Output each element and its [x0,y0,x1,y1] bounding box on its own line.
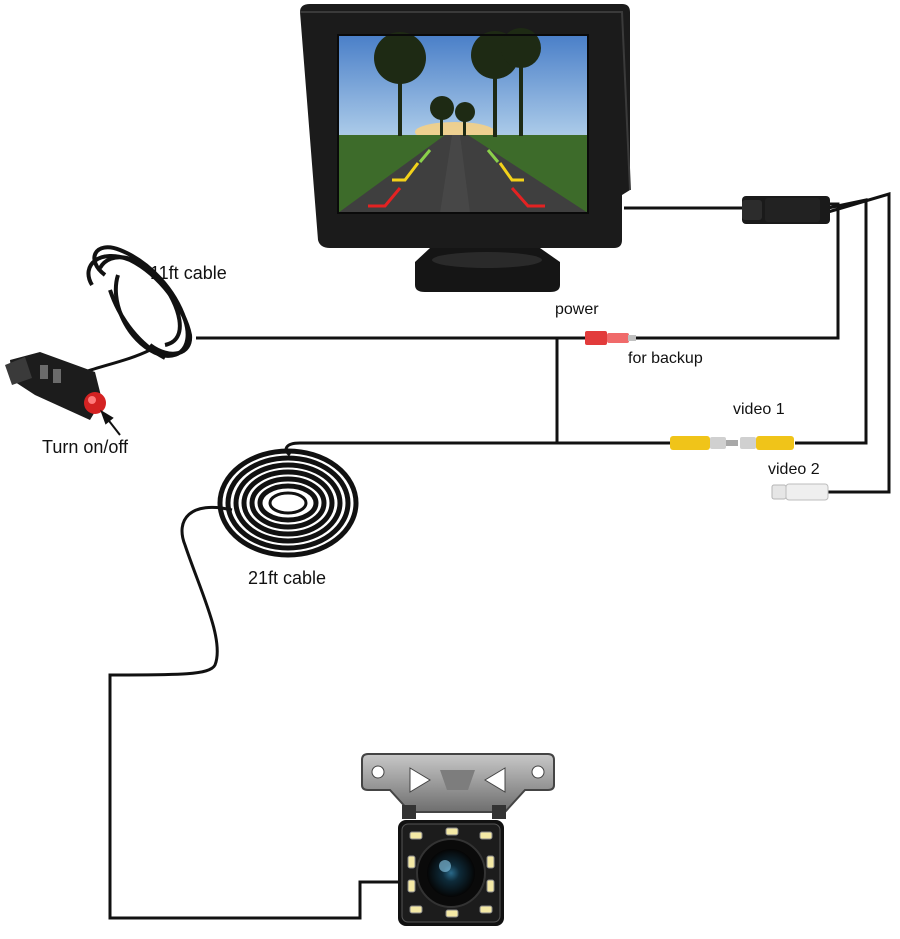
cable-11ft-label: 11ft cable [150,263,227,283]
video-2-label: video 2 [768,461,820,478]
cable-coil-icon [217,448,359,558]
power-wire [636,202,840,340]
power-label: power [555,301,599,318]
camera-video-wire [284,441,670,457]
monitor-icon [300,4,631,292]
backup-camera-icon [361,753,555,926]
monitor-connector-icon [742,196,830,224]
power-plug-icon [585,331,636,345]
switch-pointer-arrow [100,409,121,436]
video1-wire [795,198,868,445]
cable-coil-icon [84,245,193,374]
video2-plug-icon [771,483,829,501]
cable-21ft-label: 21ft cable [248,568,327,588]
camera-cable-wire [108,505,400,920]
video1-plug-icon [670,436,794,450]
car-charger-icon [5,352,106,420]
for-backup-label: for backup [628,350,703,367]
video2-wire [827,191,891,494]
video-1-label: video 1 [733,401,785,418]
wiring [108,191,891,920]
turn-on-off-label: Turn on/off [42,437,129,457]
